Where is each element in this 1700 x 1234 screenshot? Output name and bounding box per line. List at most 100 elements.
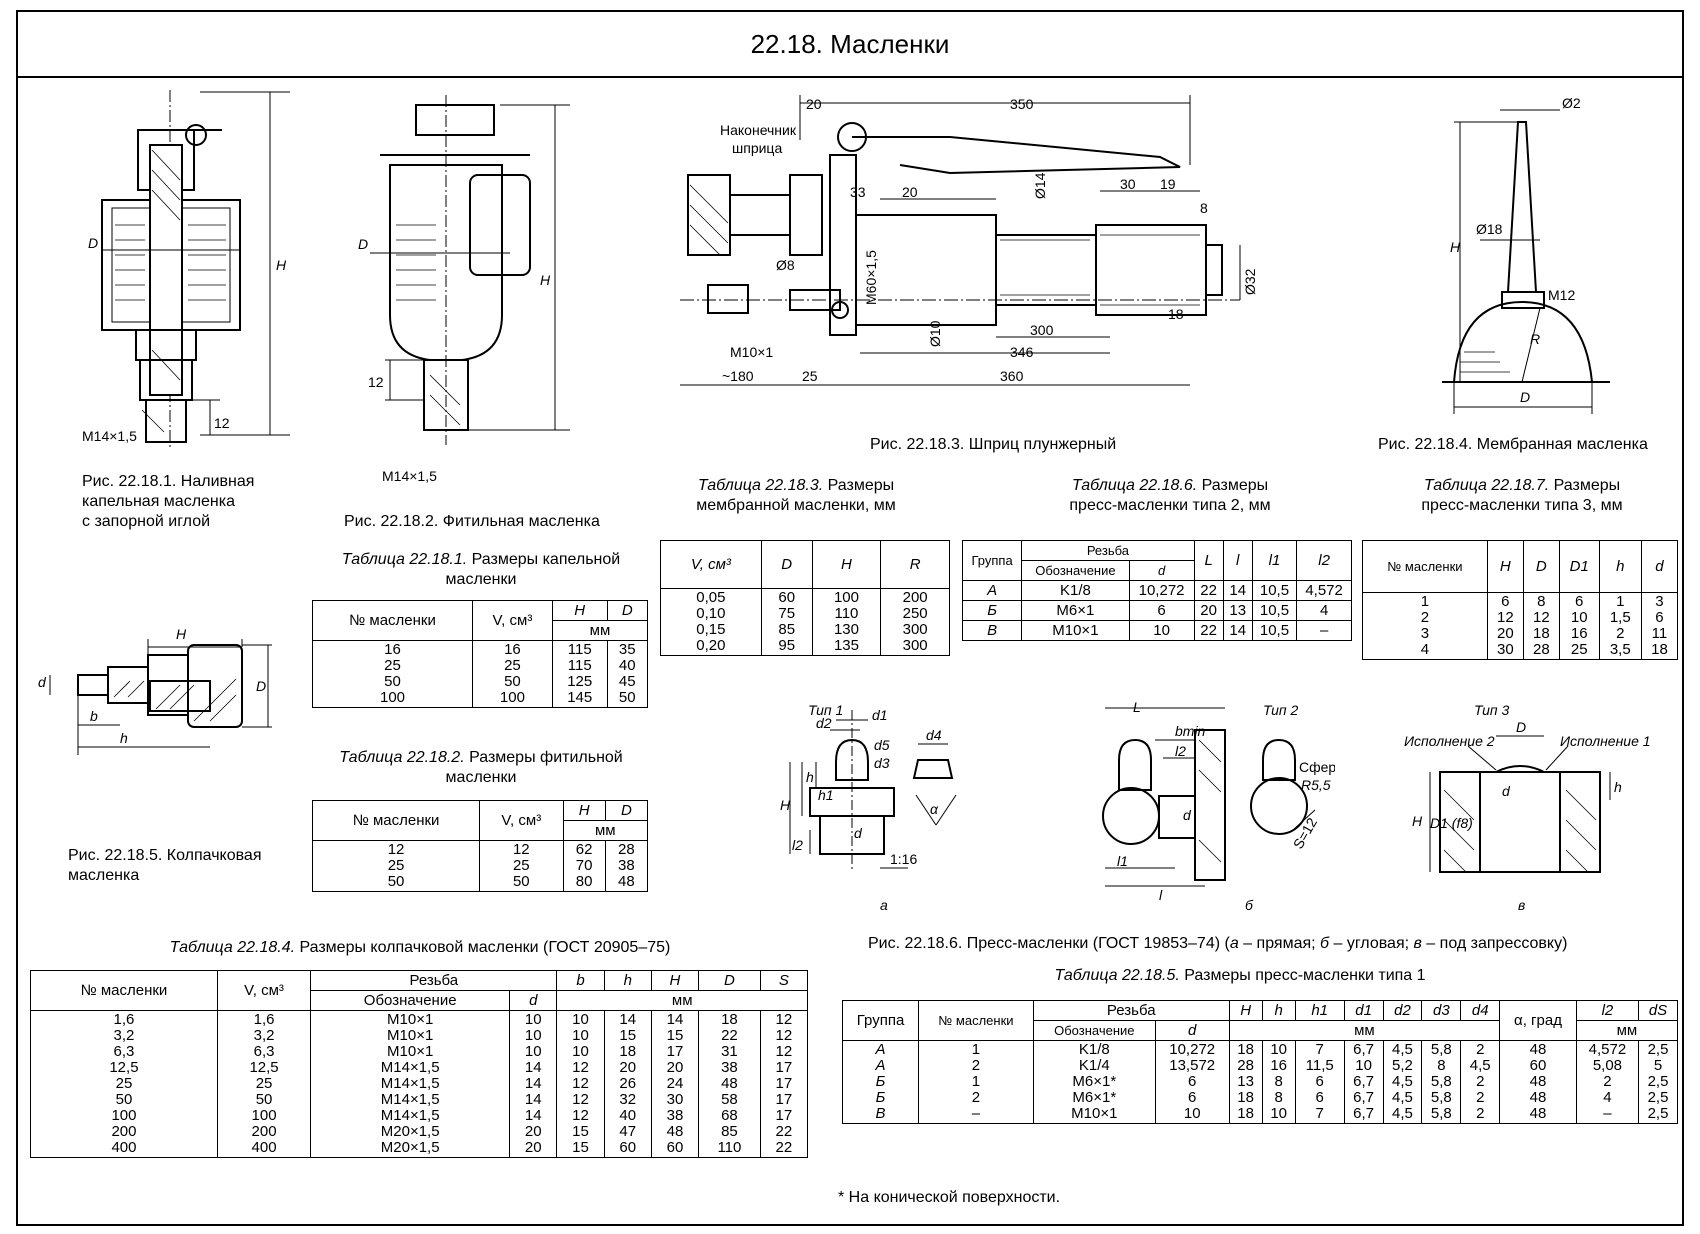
page-title: 22.18. Масленки xyxy=(16,10,1684,78)
fig6-t1-alpha: α xyxy=(930,801,939,817)
fig6-t3-exec1: Исполнение 1 xyxy=(1560,733,1651,749)
fig3-d33: 33 xyxy=(850,184,866,200)
table5-caption: Таблица 22.18.5. Размеры пресс-масленки … xyxy=(1054,967,1426,984)
fig3-m60: M60×1,5 xyxy=(863,250,879,305)
fig2-label-12: 12 xyxy=(368,374,384,390)
fig6-t2-L: L xyxy=(1133,700,1141,715)
table5-footnote: * На конической поверхности. xyxy=(838,1189,1061,1206)
fig4-m12: M12 xyxy=(1548,287,1575,303)
fig1-label-D: D xyxy=(88,235,98,251)
fig6-t1-l2: l2 xyxy=(792,837,803,853)
fig4-D: D xyxy=(1520,389,1530,405)
fig5-caption: Рис. 22.18.5. Колпачковая масленка xyxy=(68,847,262,884)
table4-caption: Таблица 22.18.4. Размеры колпачковой мас… xyxy=(169,939,671,956)
fig6-t2-l: l xyxy=(1159,887,1163,903)
fig6-t1-H: H xyxy=(780,797,791,813)
fig6-t3-title: Тип 3 xyxy=(1474,702,1509,718)
fig3-d30: 30 xyxy=(1120,176,1136,192)
fig6-t2-sphere2: R5,5 xyxy=(1301,777,1331,793)
fig5-drawing: H D d b h xyxy=(38,626,272,755)
fig2-caption: Рис. 22.18.2. Фитильная масленка xyxy=(344,513,600,530)
fig6-t1-d: d xyxy=(854,825,863,841)
fig3-d32: Ø32 xyxy=(1242,268,1258,295)
fig3-caption: Рис. 22.18.3. Шприц плунжерный xyxy=(870,436,1117,453)
fig6-t3-d: d xyxy=(1502,783,1511,799)
fig6-t3-exec2: Исполнение 2 xyxy=(1404,733,1495,749)
fig6-t3-D1: D1 (f8) xyxy=(1430,815,1473,831)
fig6-type2-drawing: L bmin l2 d l1 l S=12 Сфера R5,5 Тип 2 б xyxy=(1102,700,1335,913)
fig3-dia10: Ø10 xyxy=(927,320,943,347)
fig6-t1-d3: d3 xyxy=(874,755,890,771)
fig4-d2: Ø2 xyxy=(1562,95,1581,111)
fig3-d180: ~180 xyxy=(722,368,754,384)
fig6-t3-D: D xyxy=(1516,719,1526,735)
fig6-caption: Рис. 22.18.6. Пресс-масленки (ГОСТ 19853… xyxy=(868,935,1568,952)
fig6-t3-sub: в xyxy=(1518,897,1525,913)
fig5-D: D xyxy=(256,678,266,694)
fig3-d14: Ø14 xyxy=(1032,172,1048,199)
fig6-type1-drawing: Тип 1 d1 d2 d5 d3 d4 h h1 H l2 d α 1:16 … xyxy=(780,702,957,913)
fig4-caption: Рис. 22.18.4. Мембранная масленка xyxy=(1378,436,1648,453)
fig6-t2-S: S=12 xyxy=(1290,815,1321,852)
fig1-drawing: D H 12 xyxy=(88,90,290,450)
fig6-t1-d1: d1 xyxy=(872,707,888,723)
fig6-t3-h: h xyxy=(1614,779,1622,795)
fig4-R: R xyxy=(1530,331,1540,347)
fig3-d25: 25 xyxy=(802,368,818,384)
fig3-dia8: Ø8 xyxy=(776,257,795,273)
fig6-t1-taper: 1:16 xyxy=(890,851,917,867)
fig4-drawing: Ø2 Ø18 H M12 R D xyxy=(1442,95,1610,414)
fig5-h: h xyxy=(120,730,128,746)
fig2-thread: M14×1,5 xyxy=(382,468,437,484)
fig2-label-D: D xyxy=(358,236,368,252)
fig6-t2-l1: l1 xyxy=(1117,853,1128,869)
fig3-d350: 350 xyxy=(1010,96,1034,112)
fig3-tip-1: Наконечник xyxy=(720,122,797,138)
fig6-t2-l2: l2 xyxy=(1175,743,1186,759)
fig6-t1-h: h xyxy=(806,769,814,785)
fig1-label-12: 12 xyxy=(214,415,230,431)
fig6-t2-d: d xyxy=(1183,807,1192,823)
fig3-d346: 346 xyxy=(1010,344,1034,360)
fig3-d360: 360 xyxy=(1000,368,1024,384)
table5: Группа № масленки Резьба H h h1 d1 d2 d3… xyxy=(841,1000,1679,1124)
fig3-d18: 18 xyxy=(1168,306,1184,322)
fig3-d20b: 20 xyxy=(902,184,918,200)
fig6-t1-d4: d4 xyxy=(926,727,942,743)
fig3-d8: 8 xyxy=(1200,200,1208,216)
fig6-t2-bmin: bmin xyxy=(1175,723,1206,739)
fig6-t1-d2: d2 xyxy=(816,715,832,731)
fig5-H: H xyxy=(176,626,187,642)
fig3-d20: 20 xyxy=(806,96,822,112)
fig6-t2-sub: б xyxy=(1245,897,1254,913)
fig2-drawing: D H 12 xyxy=(358,95,570,445)
fig4-H: H xyxy=(1450,239,1461,255)
fig6-type3-drawing: Тип 3 D Исполнение 2 Исполнение 1 d D1 (… xyxy=(1404,702,1651,913)
fig2-label-H: H xyxy=(540,272,551,288)
fig6-t1-sub: а xyxy=(880,897,888,913)
fig1-label-H: H xyxy=(276,257,287,273)
fig3-m10: M10×1 xyxy=(730,344,773,360)
